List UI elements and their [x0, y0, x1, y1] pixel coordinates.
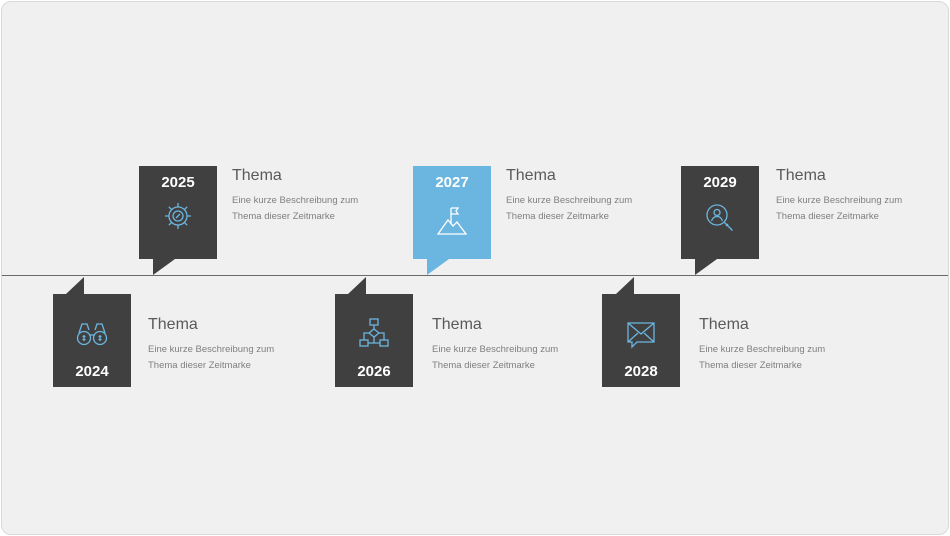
milestone-description: Eine kurze Beschreibung zum Thema dieser…: [506, 195, 633, 222]
milestone-description: Eine kurze Beschreibung zum Thema dieser…: [148, 344, 275, 371]
mountain-flag-icon: [435, 204, 469, 238]
milestone-marker-2024: 2024: [53, 294, 131, 387]
milestone-marker-2027: 2027: [413, 166, 491, 259]
marker-pointer: [153, 259, 175, 275]
milestone-description: Eine kurze Beschreibung zum Thema dieser…: [776, 195, 903, 222]
milestone-title: Thema: [232, 167, 282, 184]
binoculars-icon: [75, 316, 109, 350]
milestone-year: 2026: [357, 363, 391, 380]
milestone-title: Thema: [506, 167, 556, 184]
timeline-axis: [2, 275, 948, 276]
milestone-year: 2029: [703, 174, 737, 191]
milestone-title: Thema: [148, 316, 198, 333]
milestone-year: 2027: [435, 174, 469, 191]
milestone-marker-2029: 2029: [681, 166, 759, 259]
search-user-icon: [703, 201, 737, 235]
milestone-title: Thema: [432, 316, 482, 333]
milestone-marker-2026: 2026: [335, 294, 413, 387]
milestone-year: 2025: [161, 174, 195, 191]
envelope-icon: [624, 318, 658, 352]
gear-icon: [161, 199, 195, 233]
milestone-description: Eine kurze Beschreibung zum Thema dieser…: [232, 195, 359, 222]
milestone-description: Eine kurze Beschreibung zum Thema dieser…: [432, 344, 559, 371]
marker-pointer: [66, 277, 84, 294]
marker-pointer: [427, 259, 449, 275]
marker-pointer: [348, 277, 366, 294]
milestone-marker-2025: 2025: [139, 166, 217, 259]
milestone-description: Eine kurze Beschreibung zum Thema dieser…: [699, 344, 826, 371]
milestone-marker-2028: 2028: [602, 294, 680, 387]
marker-pointer: [695, 259, 717, 275]
milestone-year: 2024: [75, 363, 109, 380]
milestone-title: Thema: [699, 316, 749, 333]
milestone-title: Thema: [776, 167, 826, 184]
milestone-year: 2028: [624, 363, 658, 380]
marker-pointer: [616, 277, 634, 294]
flowchart-icon: [357, 316, 391, 350]
